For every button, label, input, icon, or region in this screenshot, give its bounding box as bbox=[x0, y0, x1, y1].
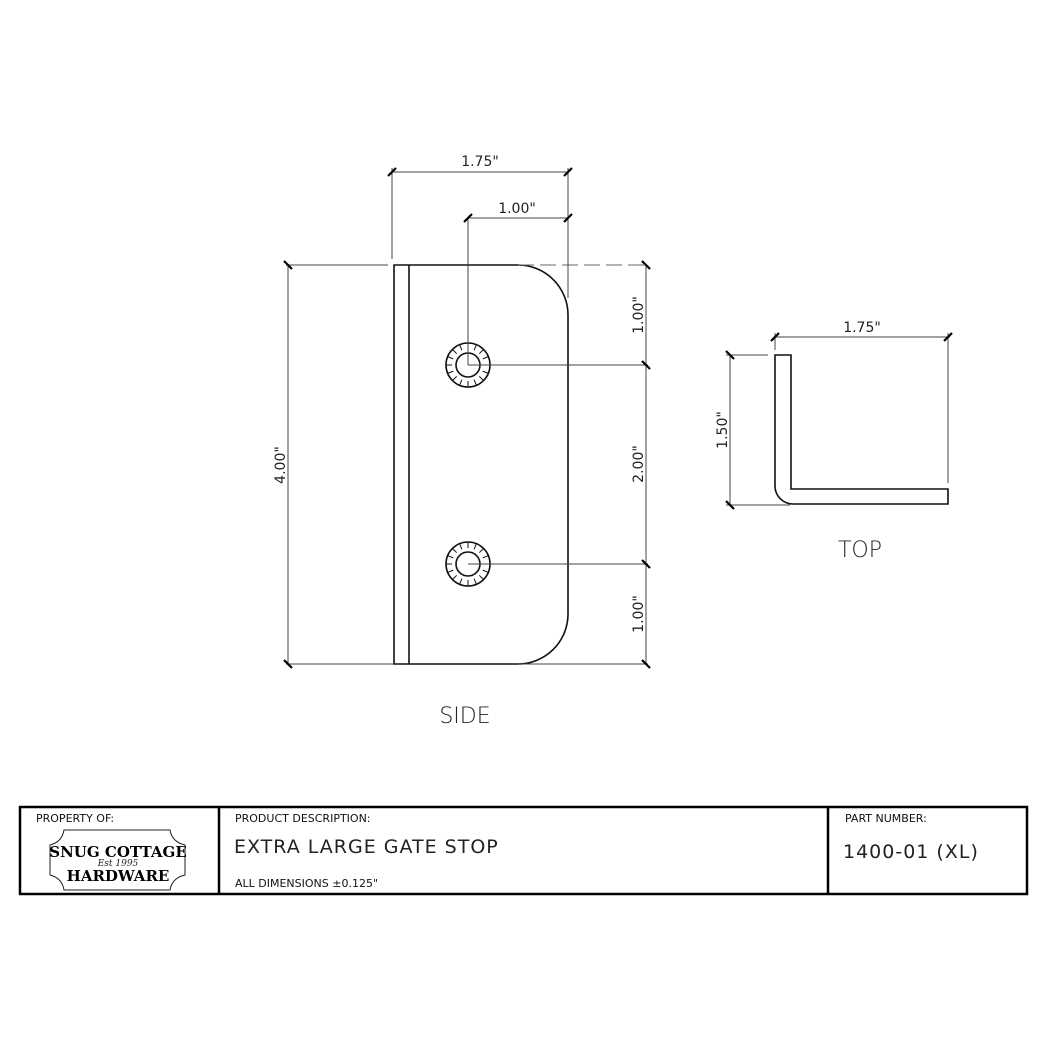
product-description: EXTRA LARGE GATE STOP bbox=[234, 836, 499, 858]
logo-line2: Est 1995 bbox=[97, 859, 139, 869]
dim-hole-spacing: 2.00" bbox=[631, 445, 647, 483]
dim-overall-height: 4.00" bbox=[273, 446, 289, 484]
dim-hole-to-bottom: 1.00" bbox=[631, 595, 647, 633]
side-plate-outline bbox=[393, 264, 569, 665]
company-logo: SNUG COTTAGE Est 1995 HARDWARE bbox=[49, 829, 187, 891]
logo-line1: SNUG COTTAGE bbox=[49, 843, 187, 861]
logo-line3: HARDWARE bbox=[67, 867, 170, 885]
description-label: PRODUCT DESCRIPTION: bbox=[235, 812, 371, 825]
part-number: 1400-01 (XL) bbox=[843, 841, 979, 863]
property-label: PROPERTY OF: bbox=[36, 812, 114, 825]
part-number-label: PART NUMBER: bbox=[845, 812, 927, 825]
title-block: PROPERTY OF: SNUG COTTAGE Est 1995 HARDW… bbox=[18, 805, 1029, 896]
side-view-label: SIDE bbox=[439, 704, 490, 729]
upper-hole-icon bbox=[445, 342, 491, 388]
top-view-label: TOP bbox=[838, 538, 882, 563]
dim-hole-offset: 1.00" bbox=[498, 201, 536, 217]
dim-leg-height: 1.50" bbox=[715, 411, 731, 449]
side-view: 1.75" 1.00" 4.00" 1.00" 2.00" 1.00" SIDE bbox=[273, 154, 651, 729]
top-angle-outline bbox=[774, 354, 949, 505]
dim-flange-width: 1.75" bbox=[843, 320, 881, 336]
tolerance-note: ALL DIMENSIONS ±0.125" bbox=[235, 877, 378, 890]
top-view: 1.75" 1.50" TOP bbox=[715, 320, 953, 563]
dim-top-to-hole: 1.00" bbox=[631, 296, 647, 334]
dim-overall-width: 1.75" bbox=[461, 154, 499, 170]
